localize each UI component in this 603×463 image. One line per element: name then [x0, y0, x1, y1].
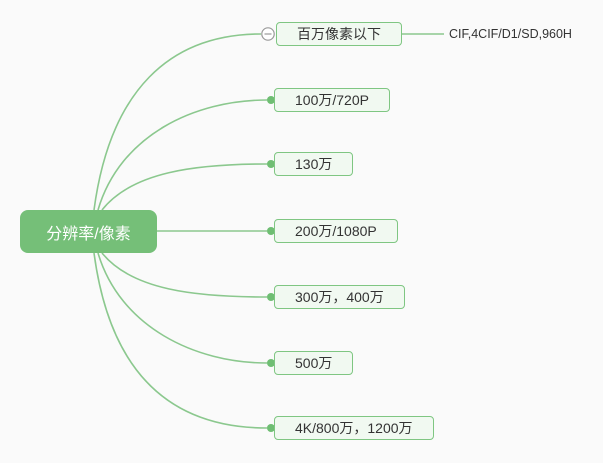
dot-icon: [267, 359, 275, 367]
dot-icon: [267, 424, 275, 432]
mindmap-subnode-cif-text[interactable]: CIF,4CIF/D1/SD,960H: [449, 27, 572, 41]
branch-curve-2: [97, 99, 268, 211]
dot-icon: [267, 227, 275, 235]
minus-circle-icon[interactable]: [261, 27, 275, 41]
mindmap-root-node[interactable]: 分辨率/像素: [20, 210, 157, 253]
branch-curve-1: [93, 33, 262, 211]
dot-icon: [267, 96, 275, 104]
mindmap-node-2mp-1080p[interactable]: 200万/1080P: [274, 219, 398, 243]
branch-curve-6: [97, 252, 268, 364]
mindmap-node-5mp[interactable]: 500万: [274, 351, 354, 375]
branch-curve-7: [93, 252, 268, 429]
dot-icon: [267, 160, 275, 168]
branch-curve-3: [101, 163, 268, 211]
mindmap-node-1-3mp[interactable]: 130万: [274, 152, 354, 176]
branch-curve-5: [101, 252, 268, 298]
dot-icon: [267, 293, 275, 301]
mindmap-node-3mp-4mp[interactable]: 300万，400万: [274, 285, 405, 309]
mindmap-node-below-megapixel[interactable]: 百万像素以下: [276, 22, 402, 46]
mindmap-node-1mp-720p[interactable]: 100万/720P: [274, 88, 390, 112]
mindmap-node-4k-8mp-12mp[interactable]: 4K/800万，1200万: [274, 416, 434, 440]
